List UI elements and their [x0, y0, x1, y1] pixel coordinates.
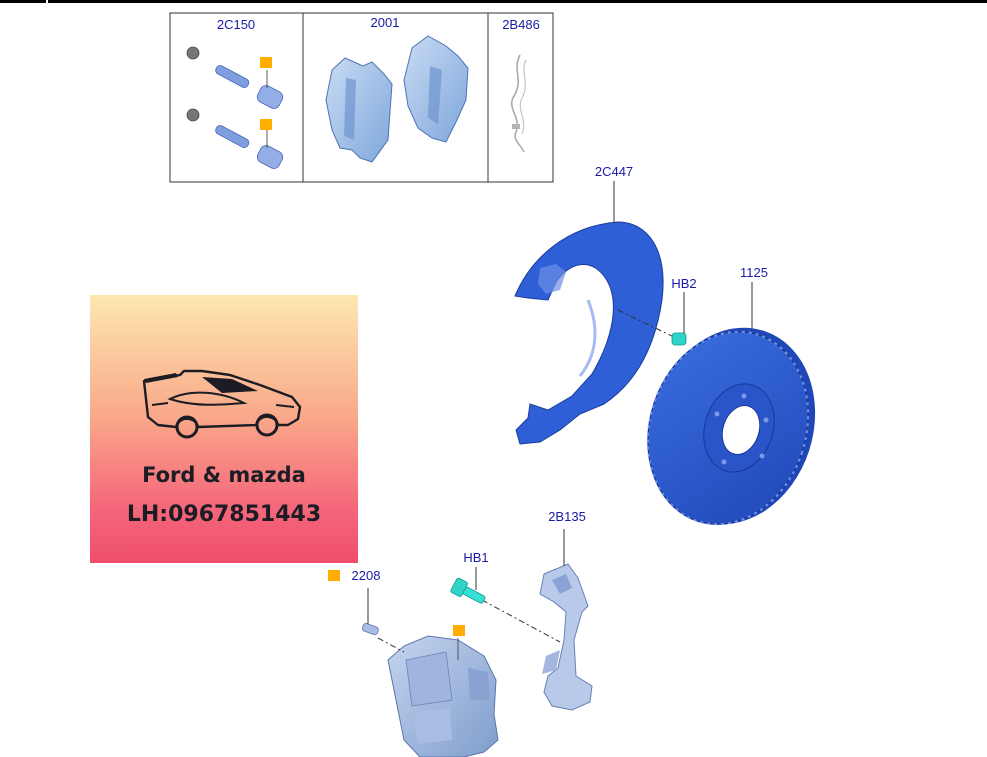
callout-label-hb2: HB2: [671, 276, 696, 291]
callout-label-2b135: 2B135: [548, 509, 586, 524]
bolt-hb1: [450, 577, 561, 643]
sports-car-icon: [142, 369, 302, 439]
guide-pin-kit-image: [186, 46, 284, 169]
top-border: [0, 0, 987, 3]
callout-label-hb1: HB1: [463, 550, 488, 565]
kit-box: 2C150 2001 2B486: [169, 12, 554, 183]
kit-cell-label-2c150: 2C150: [217, 17, 255, 32]
top-border-gap: [46, 0, 48, 3]
callout-label-2c447: 2C447: [595, 164, 633, 179]
note-marker-icon: [260, 57, 272, 68]
callout-label-1125: 1125: [740, 265, 768, 280]
wear-sensor-wire-image: [510, 54, 527, 153]
bolt-hb2: [617, 309, 687, 346]
promo-banner: Ford & mazda LH:0967851443: [90, 295, 358, 563]
kit-cell-label-2b486: 2B486: [502, 17, 540, 32]
note-marker-icon: [328, 570, 340, 581]
dust-shield: [514, 221, 664, 445]
callout-label-2208: 2208: [352, 568, 381, 583]
kit-cell-label-2001: 2001: [371, 15, 400, 30]
note-marker-icon: [453, 625, 465, 636]
caliper-bracket: [539, 563, 593, 711]
brake-rotor: [646, 327, 816, 526]
brake-pads-image: [325, 35, 469, 163]
brake-caliper: [361, 623, 499, 757]
promo-brand-text: Ford & mazda: [142, 463, 306, 487]
promo-phone-text: LH:0967851443: [126, 502, 322, 527]
note-marker-icon: [260, 119, 272, 130]
